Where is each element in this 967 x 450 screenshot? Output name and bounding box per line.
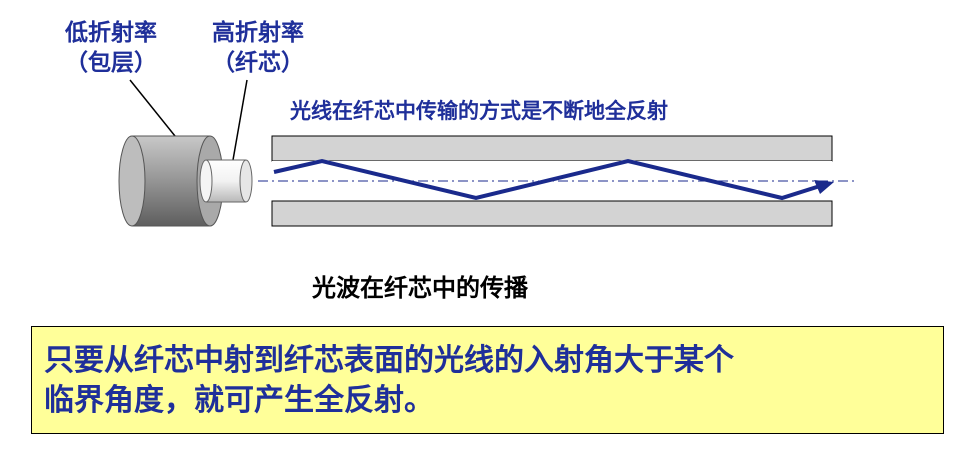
ray-arrowhead (814, 180, 834, 194)
cladding-top-layer (271, 135, 833, 162)
cladding-cylinder (118, 135, 224, 227)
diagram-heading: 光线在纤芯中传输的方式是不断地全反射 (290, 99, 668, 123)
cladding-bottom-layer (271, 200, 833, 227)
note-box: 只要从纤芯中射到纤芯表面的光线的入射角大于某个 临界角度，就可产生全反射。 (31, 326, 944, 434)
core-cylinder (199, 159, 253, 203)
cladding-leader-line (129, 79, 176, 137)
note-text: 只要从纤芯中射到纤芯表面的光线的入射角大于某个 临界角度，就可产生全反射。 (44, 343, 734, 418)
core-label: 高折射率 （纤芯） (212, 20, 304, 76)
diagram-caption: 光波在纤芯中的传播 (312, 274, 528, 302)
light-ray-path (273, 158, 821, 201)
cladding-label: 低折射率 （包层） (65, 20, 157, 76)
core-leader-line (232, 79, 248, 161)
fiber-diagram (118, 79, 858, 227)
